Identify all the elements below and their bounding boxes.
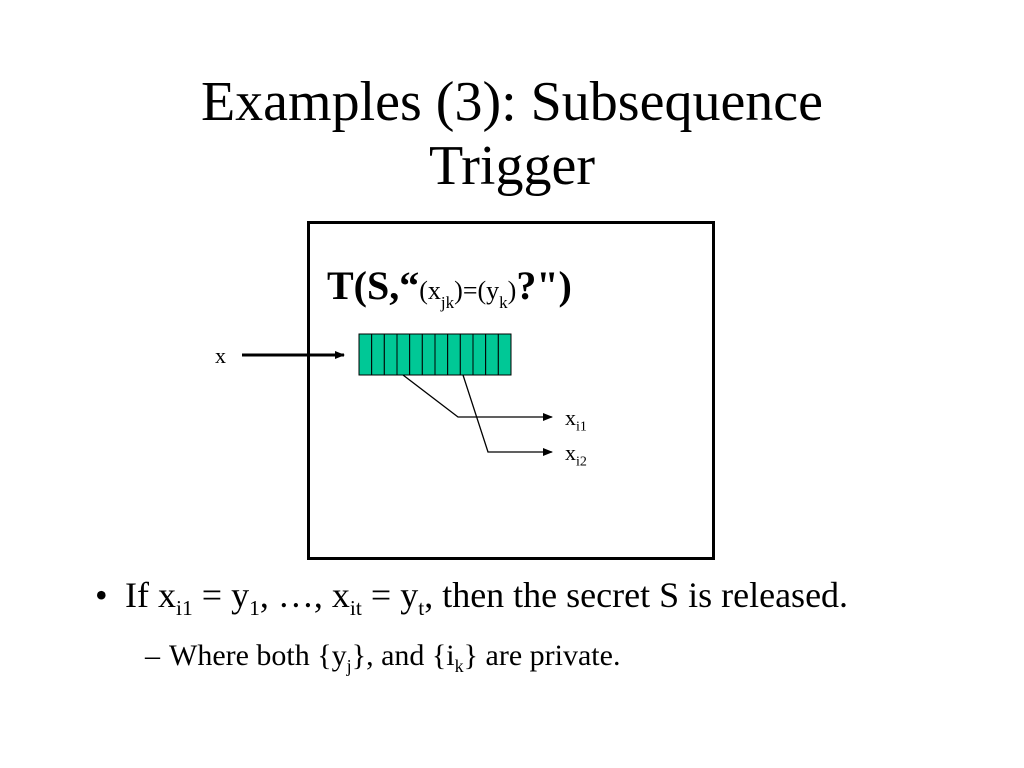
tap-line-2 — [462, 374, 553, 456]
register-cell — [358, 333, 373, 376]
title-line-1: Examples (3): Subsequence — [200, 71, 824, 133]
register-cell — [421, 333, 436, 376]
trigger-box — [307, 221, 715, 560]
sub-bullet-marker: – — [145, 639, 160, 673]
bullet-main: •If xi1 = y1, …, xit = yt, then the secr… — [95, 575, 849, 621]
output-label-1: xi1 — [565, 405, 587, 435]
slide-title: Examples (3): Subsequence Trigger — [0, 70, 1024, 198]
bullet-marker: • — [95, 575, 108, 615]
register-cell — [485, 333, 499, 376]
register-cell — [383, 333, 398, 376]
title-line-2: Trigger — [429, 135, 595, 197]
output-label-2: xi2 — [565, 440, 587, 470]
bullet-list: •If xi1 = y1, …, xit = yt, then the secr… — [95, 575, 975, 684]
register-cell — [434, 333, 449, 376]
register-cell — [459, 333, 474, 376]
register-cell — [371, 333, 385, 376]
register-cell — [472, 333, 487, 376]
tap-line-1 — [402, 374, 553, 421]
register-cell — [409, 333, 423, 376]
trigger-formula: T(S,“(xjk)=(yk)?") — [327, 263, 572, 312]
register-cell — [447, 333, 461, 376]
register-cell — [396, 333, 411, 376]
input-label: x — [215, 343, 226, 368]
register-cell — [497, 333, 512, 376]
bullet-sub: –Where both {yj}, and {ik} are private. — [145, 639, 621, 677]
shift-register — [358, 333, 512, 376]
